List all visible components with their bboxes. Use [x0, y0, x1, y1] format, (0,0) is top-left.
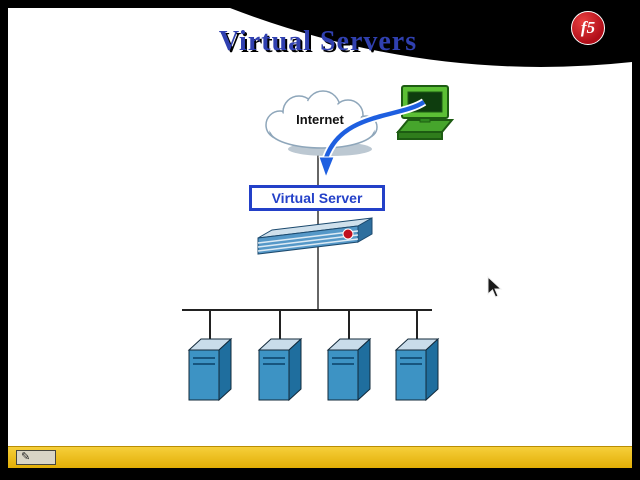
presenter-toolbar: ✎: [8, 446, 632, 468]
appliance-f5-badge: [342, 228, 354, 240]
client-to-vs-arrow: [318, 98, 427, 179]
server-tower-icon: [187, 337, 233, 402]
server-tower-icon: [257, 337, 303, 402]
slide-title: Virtual Servers: [218, 26, 418, 57]
mouse-cursor-icon: [487, 275, 503, 298]
server-tower-icon: [394, 337, 440, 402]
bigip-appliance-icon: [257, 217, 373, 255]
internet-label: Internet: [296, 112, 344, 127]
server-tower-icon: [326, 337, 372, 402]
network-bus-lines: [182, 309, 432, 340]
presentation-slide: Virtual Servers f5 Internet Virtual Serv…: [8, 8, 632, 468]
pen-tool-button[interactable]: ✎: [16, 450, 56, 465]
virtual-server-box: Virtual Server: [249, 185, 385, 211]
f5-logo: f5: [571, 11, 605, 45]
internet-cloud-shape: [265, 90, 378, 149]
pencil-icon: ✎: [21, 451, 31, 463]
virtual-server-label: Virtual Server: [271, 190, 363, 206]
corner-swoosh-decoration: [230, 8, 632, 67]
diagram-canvas: [182, 8, 632, 402]
